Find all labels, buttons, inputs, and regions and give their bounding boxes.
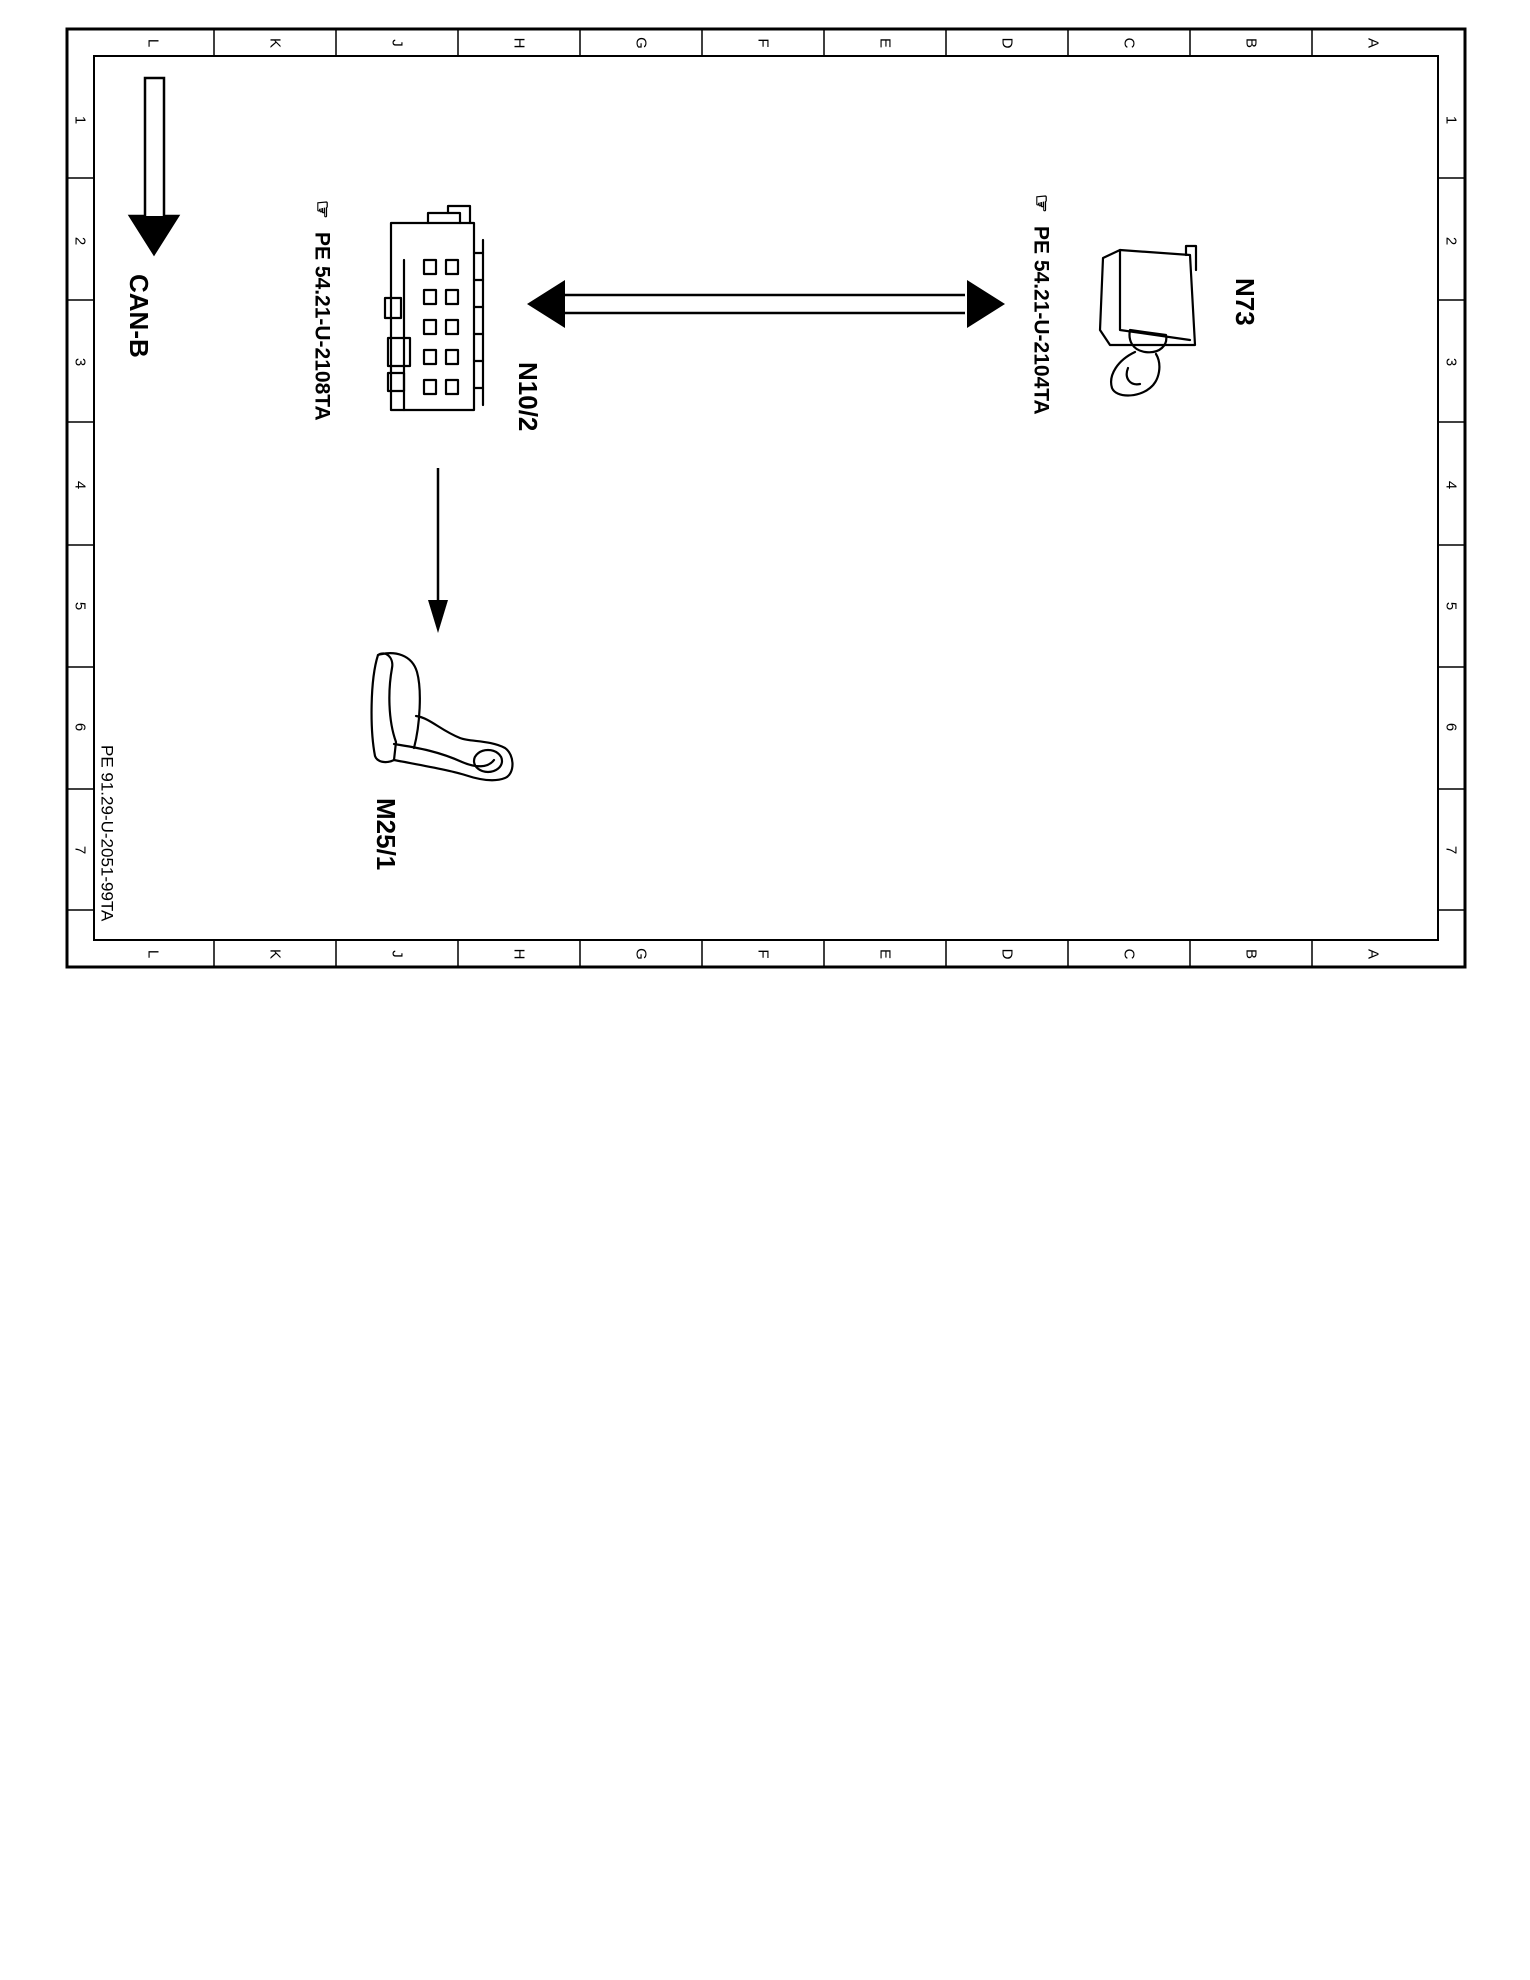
row-numbers-right: 1 2 3 4 5 6 7 [1443,116,1460,854]
row-number: 6 [72,723,89,731]
m25-1-seat-icon [370,652,514,782]
manual-ref-icon: ☞ [311,200,334,219]
component-n10-2: ☞ PE 54.21-U-2108TA [311,200,544,431]
can-bus-label: CAN-B [124,274,154,358]
connection-n10-2-m25-1 [428,468,448,633]
column-letter: L [145,39,162,47]
manual-ref-icon: ☞ [1030,194,1053,213]
row-number: 1 [72,116,89,124]
column-letter: H [511,949,528,960]
inner-frame [93,55,1439,941]
component-m25-1: M25/1 [370,652,514,870]
column-letter: B [1243,38,1260,48]
arrowhead-right-icon [967,280,1005,328]
column-letter: H [511,38,528,49]
column-letter: L [145,950,162,958]
column-letter: F [755,949,772,958]
row-number: 3 [1443,358,1460,366]
column-letter: F [755,38,772,47]
column-letter: E [877,949,894,959]
outer-frame [65,27,1467,969]
column-letter: C [1121,949,1138,960]
n73-label: N73 [1230,278,1260,326]
column-letter: B [1243,949,1260,959]
column-letter: A [1365,38,1382,48]
row-number: 2 [1443,237,1460,245]
row-number: 2 [72,237,89,245]
column-letter: C [1121,38,1138,49]
column-letter: G [633,948,650,960]
row-number: 3 [72,358,89,366]
row-number: 5 [72,602,89,610]
n73-switch-icon [1098,244,1198,397]
row-number: 7 [1443,846,1460,854]
row-ticks [67,177,1465,911]
arrowhead-left-icon [527,280,565,328]
connection-n73-n10-2 [527,280,1005,328]
row-numbers-left: 1 2 3 4 5 6 7 [72,116,89,854]
column-letter: D [999,949,1016,960]
row-number: 6 [1443,723,1460,731]
column-ticks [213,29,1313,967]
column-letter: K [267,949,284,959]
row-number: 4 [1443,481,1460,489]
n10-2-label: N10/2 [513,362,543,431]
column-letters-top: L K J H G F E D C B A [145,37,1382,49]
m25-1-label: M25/1 [371,798,401,870]
column-letter: J [389,39,406,47]
column-letter: J [389,950,406,958]
column-letter: A [1365,949,1382,959]
can-bus-indicator: CAN-B [124,76,181,358]
column-letters-bottom: L K J H G F E D C B A [145,948,1382,960]
can-bus-arrowhead-icon [130,216,178,254]
column-letter: G [633,37,650,49]
column-letter: K [267,38,284,48]
document-id: PE 91.29-U-2051-99TA [98,745,117,922]
component-n73: ☞ PE 54.21-U-2104TA N73 [1030,194,1261,415]
row-number: 4 [72,481,89,489]
n73-ref: PE 54.21-U-2104TA [1030,226,1053,415]
column-letter: D [999,38,1016,49]
row-number: 7 [72,846,89,854]
row-number: 1 [1443,116,1460,124]
n10-2-module-icon [383,204,485,412]
row-number: 5 [1443,602,1460,610]
column-letter: E [877,38,894,48]
arrowhead-down-icon [428,600,448,633]
n10-2-ref: PE 54.21-U-2108TA [311,232,334,421]
